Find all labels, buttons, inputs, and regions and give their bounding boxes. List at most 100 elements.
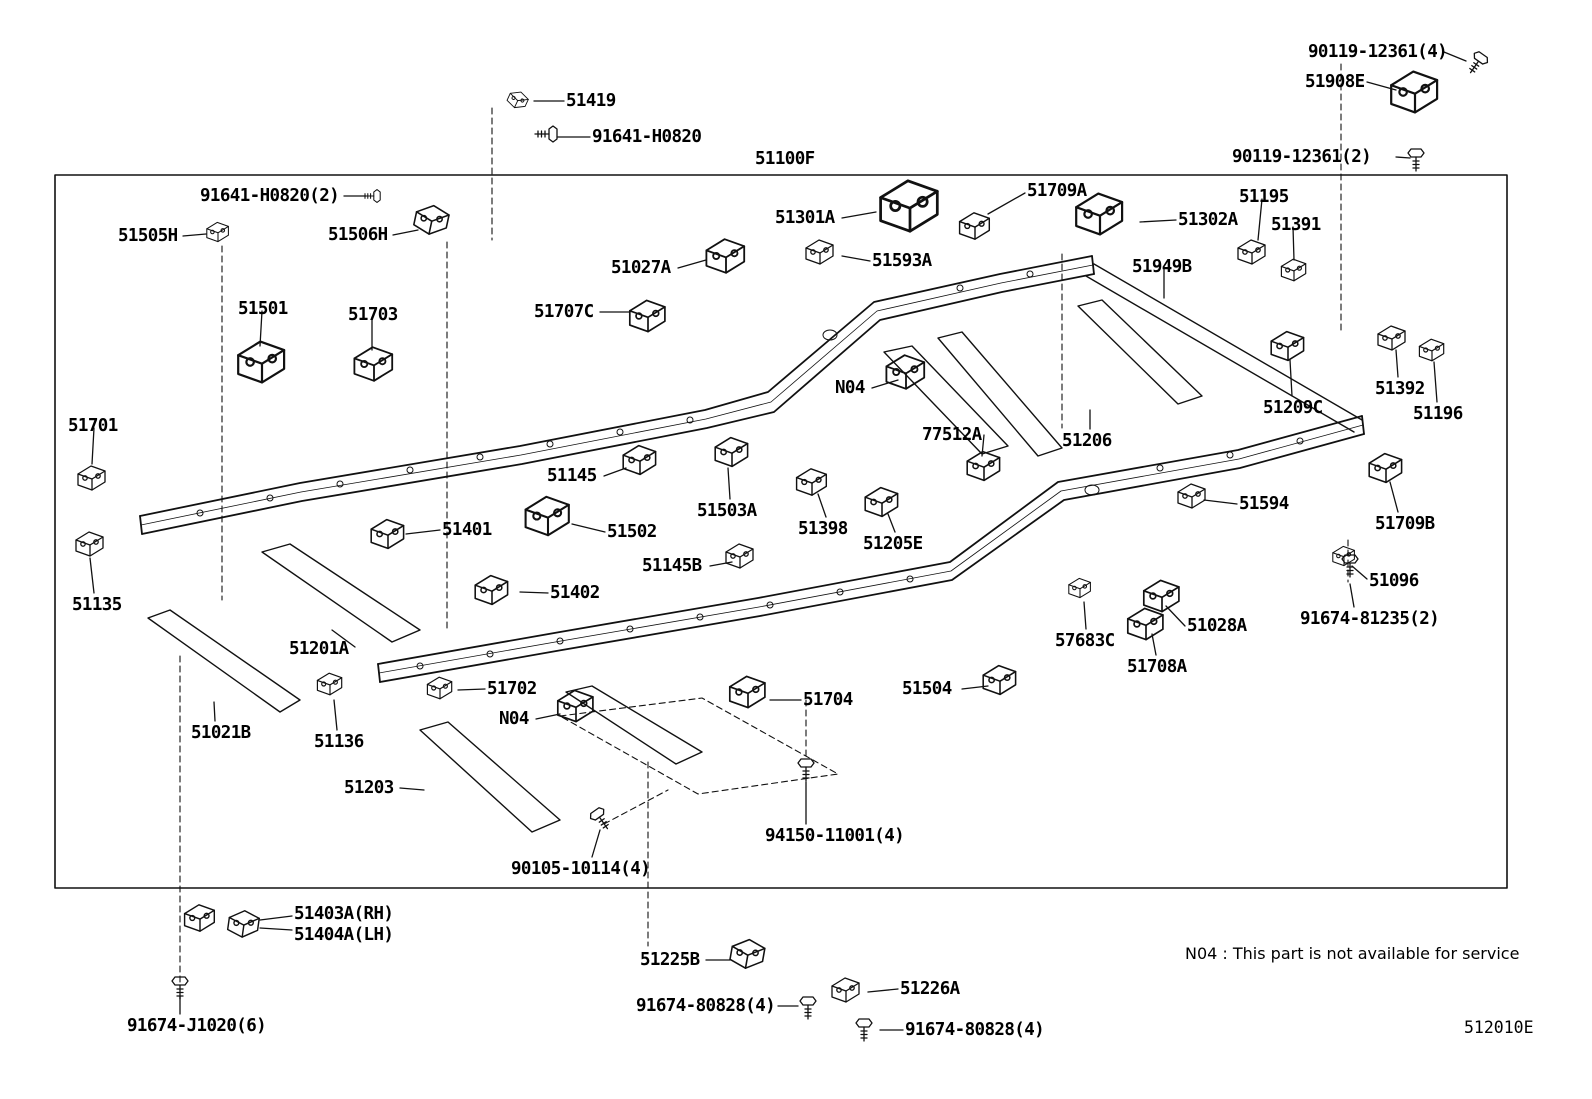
leader-line [1349,583,1355,608]
part-label-51195: 51195 [1239,187,1289,207]
far-side-rail [139,255,1095,535]
leader-line [519,591,549,594]
leader-line [1366,81,1397,91]
part-label-90105-10114-4-: 90105-10114(4) [511,859,651,879]
part-label-91641-H0820-2-: 91641-H0820(2) [200,186,340,206]
leader-line [1395,156,1411,159]
service-note: N04 : This part is not available for ser… [1185,944,1520,963]
front-crossmember [1085,263,1363,433]
part-label-51096: 51096 [1369,571,1419,591]
part-label-51419: 51419 [566,91,616,111]
leader-line [1151,633,1157,656]
part-label-51403A-RH-: 51403A(RH) [294,904,394,924]
part-label-51021B: 51021B [191,723,251,743]
leader-line [1443,51,1467,62]
part-label-51100F: 51100F [755,149,815,169]
part-label-51402: 51402 [550,583,600,603]
leader-line [259,915,293,921]
leader-line [259,310,263,347]
rail-holes [196,270,1304,670]
leader-line [1351,565,1368,580]
leader-line [1165,605,1186,627]
leader-line [213,701,216,722]
part-label-51707C: 51707C [534,302,594,322]
part-label-91674-J1020-6-: 91674-J1020(6) [127,1016,267,1036]
leader-line [399,787,425,791]
part-label-90119-12361-2-: 90119-12361(2) [1232,147,1372,167]
part-label-51225B: 51225B [640,950,700,970]
leader-line [603,467,627,477]
leader-line [1139,219,1177,223]
part-label-51704: 51704 [803,690,853,710]
part-label-51502: 51502 [607,522,657,542]
leader-line [871,379,899,389]
leader-line [392,229,419,236]
leader-line [259,927,293,931]
dashed-guides [179,63,1349,987]
leader-line [1289,359,1293,397]
part-label-51302A: 51302A [1178,210,1238,230]
part-label-51708A: 51708A [1127,657,1187,677]
leader-line [1083,601,1087,630]
leader-line [1389,481,1399,513]
leader-line [981,434,985,457]
part-label-51398: 51398 [798,519,848,539]
part-label-51703: 51703 [348,305,398,325]
part-label-51503A: 51503A [697,501,757,521]
part-label-51135: 51135 [72,595,122,615]
leader-line [89,557,95,594]
leader-line [1395,349,1399,378]
part-label-51501: 51501 [238,299,288,319]
leader-line [571,523,606,533]
leader-line [961,685,989,690]
part-label-51949B: 51949B [1132,257,1192,277]
fastener-parts [171,49,1491,1042]
part-label-51505H: 51505H [118,226,178,246]
leader-line [867,988,899,993]
part-label-51027A: 51027A [611,258,671,278]
part-label-51145: 51145 [547,466,597,486]
part-label-51593A: 51593A [872,251,932,271]
part-label-51201A: 51201A [289,639,349,659]
leader-line [333,699,338,731]
leader-line [817,493,827,518]
part-label-91674-81235-2-: 91674-81235(2) [1300,609,1440,629]
leader-line [535,713,561,720]
near-side-rail [377,415,1365,683]
part-label-51209C: 51209C [1263,398,1323,418]
part-label-51506H: 51506H [328,225,388,245]
part-label-51709A: 51709A [1027,181,1087,201]
part-label-N04: N04 [835,378,865,398]
part-label-51401: 51401 [442,520,492,540]
leader-line [841,255,871,262]
part-label-51594: 51594 [1239,494,1289,514]
part-label-91641-H0820: 91641-H0820 [592,127,702,147]
part-label-94150-11001-4-: 94150-11001(4) [765,826,905,846]
part-label-51145B: 51145B [642,556,702,576]
part-label-51709B: 51709B [1375,514,1435,534]
part-label-51136: 51136 [314,732,364,752]
bracket-parts [75,70,1445,1003]
leader-lines [89,51,1467,1031]
leader-line [887,513,896,533]
part-label-51701: 51701 [68,416,118,436]
leader-line [677,259,707,269]
part-label-51206: 51206 [1062,431,1112,451]
part-label-90119-12361-4-: 90119-12361(4) [1308,42,1448,62]
crossmembers [147,299,1203,833]
part-label-51908E: 51908E [1305,72,1365,92]
leader-line [591,829,601,858]
part-label-51301A: 51301A [775,208,835,228]
part-label-51392: 51392 [1375,379,1425,399]
leader-line [727,467,731,500]
leader-line [841,211,877,219]
leader-line [457,688,486,691]
part-label-51203: 51203 [344,778,394,798]
leader-line [1433,361,1438,403]
diagram-border [54,174,1508,889]
leader-line [1292,226,1295,261]
part-label-57683C: 57683C [1055,631,1115,651]
leader-line [1257,198,1263,241]
part-label-51028A: 51028A [1187,616,1247,636]
